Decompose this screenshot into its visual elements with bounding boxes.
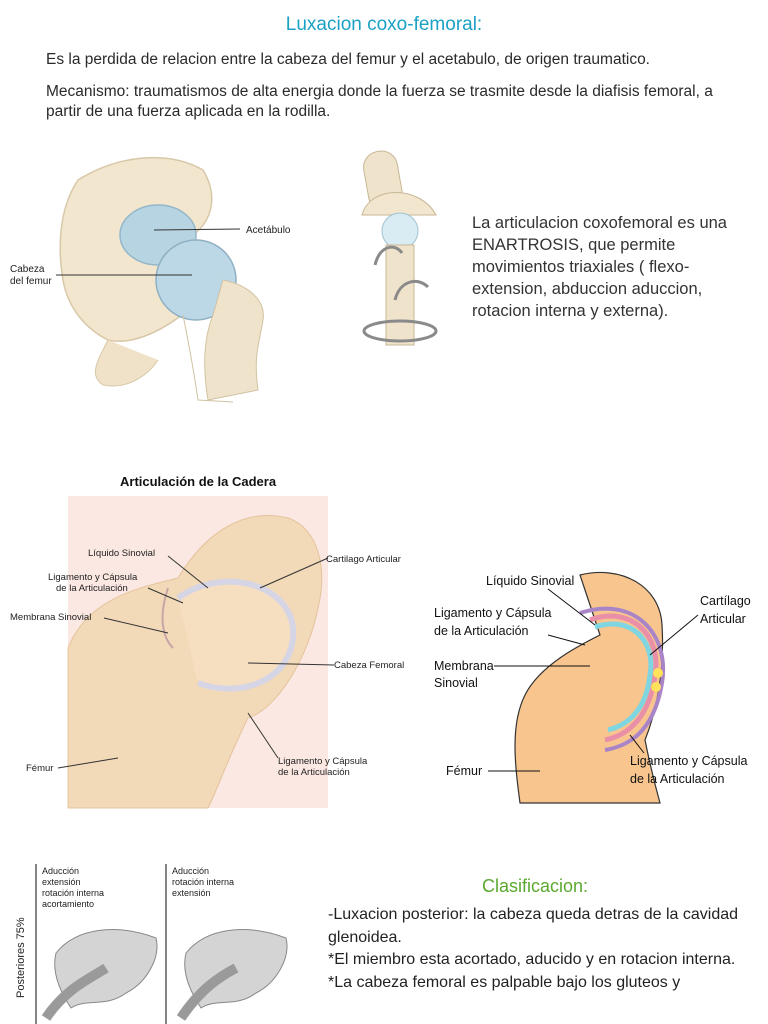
f4-label-ligamento2a: Ligamento y Cápsula: [630, 754, 747, 768]
classification-line: *El miembro esta acortado, aducido y en …: [328, 951, 736, 968]
classification-title: Clasificacion:: [481, 876, 589, 896]
hip-anatomy-figure: Acetábulo Cabeza del femur: [10, 156, 291, 403]
f5-p1-line3: rotación interna: [42, 888, 104, 898]
f4-label-ligamento1b: de la Articulación: [434, 624, 529, 638]
f5-p1-line2: extensión: [42, 877, 81, 887]
f3-label-ligamento2b: de la Articulación: [278, 767, 350, 778]
posterior-dislocation-figure: Posteriores 75% Aducción extensión rotac…: [15, 864, 288, 1024]
label-cabeza-line2: del femur: [10, 276, 52, 287]
f3-label-femur: Fémur: [26, 763, 53, 774]
classification-line: -Luxacion posterior: la cabeza queda det…: [328, 906, 739, 946]
page-title: Luxacion coxo-femoral:: [285, 14, 483, 35]
hip-joint-title: Articulación de la Cadera: [120, 474, 277, 489]
hip-joint-figure: Articulación de la Cadera Líquido Sinovi…: [10, 474, 404, 809]
f4-label-cartilago-a: Cartílago: [700, 594, 751, 608]
f4-label-liquido: Líquido Sinovial: [486, 574, 574, 588]
f3-label-cartilago: Cartilago Articular: [326, 554, 401, 565]
mechanism-paragraph: Mecanismo: traumatismos de alta energia …: [46, 83, 713, 120]
classification-line: *La cabeza femoral es palpable bajo los …: [328, 973, 681, 991]
label-acetabulo: Acetábulo: [246, 225, 291, 236]
f4-label-ligamento1a: Ligamento y Cápsula: [434, 606, 551, 620]
f4-label-cartilago-b: Articular: [700, 612, 746, 626]
joint-schematic-figure: Líquido Sinovial Ligamento y Cápsula de …: [434, 571, 751, 804]
f3-label-membrana: Membrana Sinovial: [10, 612, 91, 623]
f5-vertical-label: Posteriores 75%: [15, 917, 27, 998]
f3-label-liquido: Líquido Sinovial: [88, 548, 155, 559]
classification-text: -Luxacion posterior: la cabeza queda det…: [328, 904, 758, 994]
f3-label-cabeza-femoral: Cabeza Femoral: [334, 660, 404, 671]
f3-label-ligamento1a: Ligamento y Cápsula: [48, 572, 138, 583]
enartrosis-text: La articulacion coxofemoral es una ENART…: [472, 214, 727, 320]
f4-label-femur: Fémur: [446, 764, 482, 778]
f5-p2-line1: Aducción: [172, 866, 209, 876]
f4-label-membrana-b: Sinovial: [434, 676, 478, 690]
f5-p2-line2: rotación interna: [172, 877, 234, 887]
f3-label-ligamento1b: de la Articulación: [56, 583, 128, 594]
definition-paragraph: Es la perdida de relacion entre la cabez…: [46, 51, 650, 68]
f5-p1-line1: Aducción: [42, 866, 79, 876]
f3-label-ligamento2a: Ligamento y Cápsula: [278, 756, 368, 767]
label-cabeza-line1: Cabeza: [10, 264, 45, 275]
ball-socket-diagram: [361, 150, 438, 346]
f4-label-ligamento2b: de la Articulación: [630, 772, 725, 786]
f5-p2-line3: extensión: [172, 888, 211, 898]
f4-label-membrana-a: Membrana: [434, 659, 494, 673]
f5-p1-line4: acortamiento: [42, 899, 94, 909]
